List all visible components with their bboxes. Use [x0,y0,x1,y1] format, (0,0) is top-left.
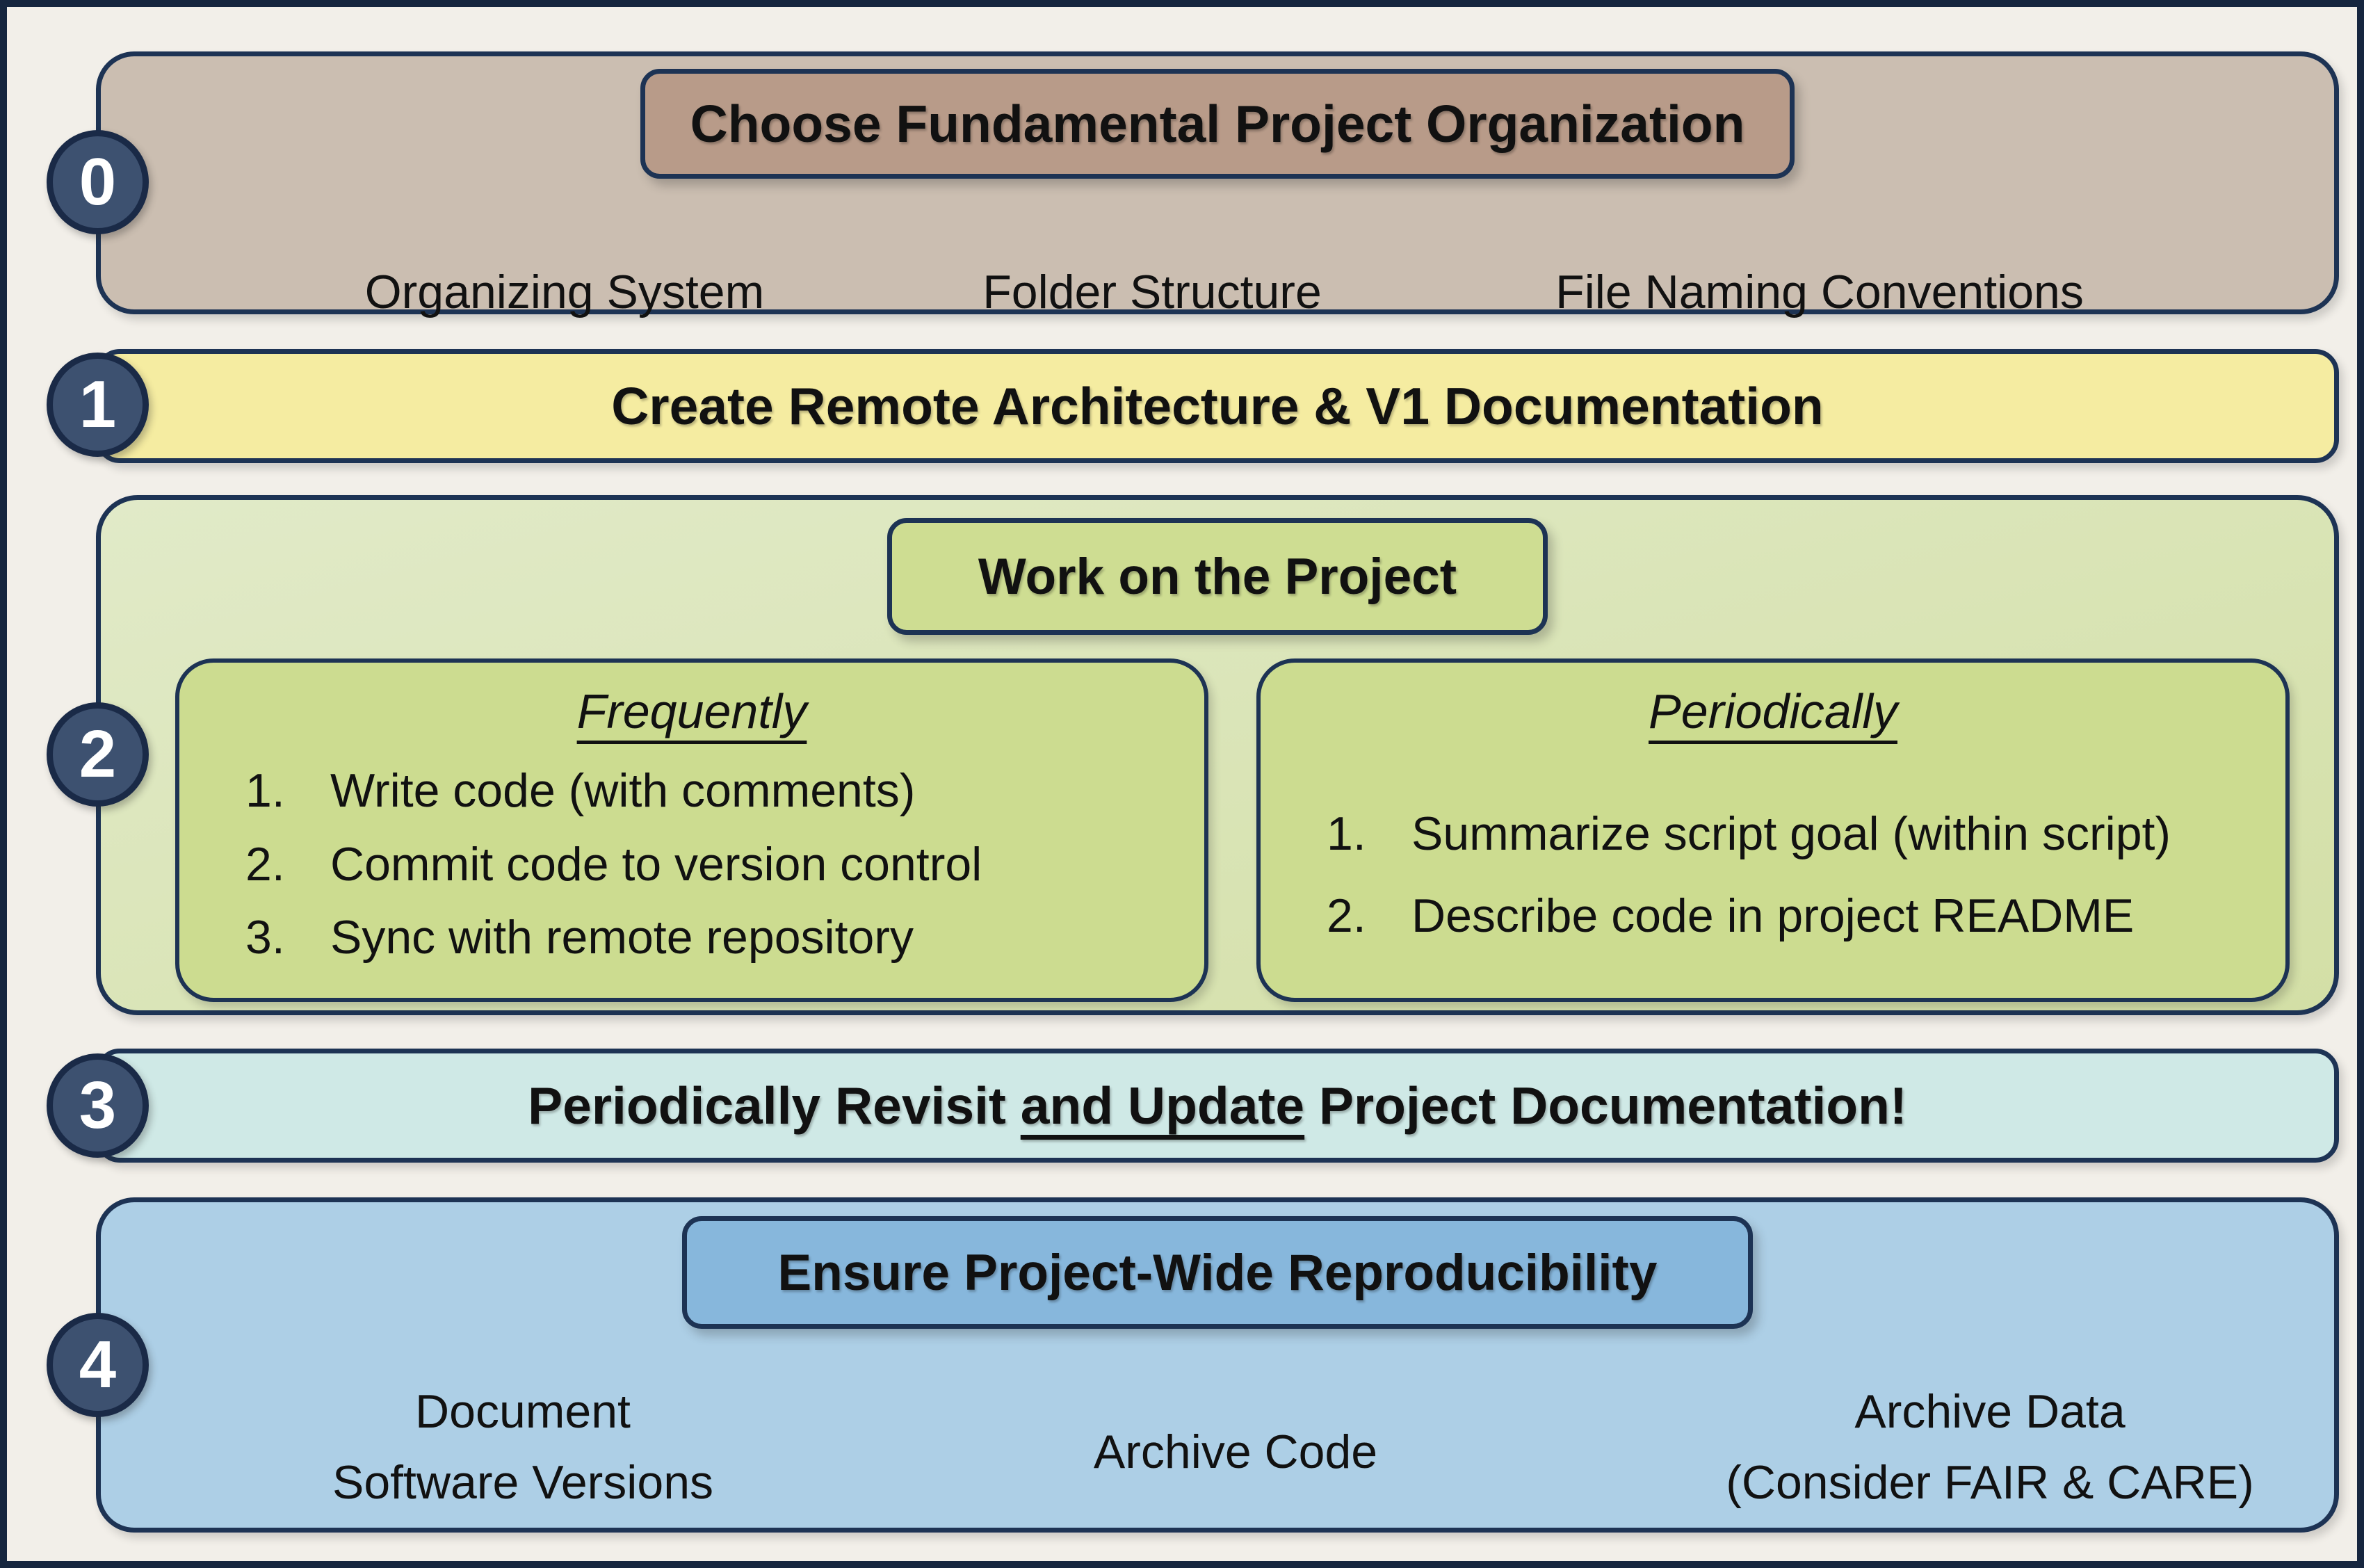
step-3-badge: 3 [47,1053,149,1158]
list-item: Summarize script goal (within script) [1411,807,2171,860]
step-4-title: Ensure Project-Wide Reproducibility [777,1244,1658,1301]
step-4-item-document-software-versions: Document Software Versions [332,1385,714,1509]
step-1-title: Create Remote Architecture & V1 Document… [611,377,1824,435]
periodically-panel: Periodically Summarize script goal (with… [1256,658,2290,1002]
step-4-header: Ensure Project-Wide Reproducibility [682,1216,1753,1329]
list-item: Write code (with comments) [330,764,916,817]
list-item: Commit code to version control [330,837,982,891]
periodically-list: Summarize script goal (within script) De… [1327,806,2265,944]
frequently-list: Write code (with comments) Commit code t… [245,763,1183,967]
step-0-header: Choose Fundamental Project Organization [640,69,1795,179]
frequently-panel: Frequently Write code (with comments) Co… [175,658,1208,1002]
step-0-title: Choose Fundamental Project Organization [690,95,1745,153]
list-item: Describe code in project README [1411,889,2135,942]
step-2-badge: 2 [47,702,149,807]
step-3-title: Periodically Revisit and Update Project … [528,1076,1907,1135]
frequently-heading: Frequently [576,684,807,738]
step-4-badge: 4 [47,1313,149,1417]
step-2-header: Work on the Project [887,518,1548,635]
step-4-item-archive-data: Archive Data (Consider FAIR & CARE) [1726,1385,2254,1509]
list-item: Sync with remote repository [330,911,914,964]
step-4-item-archive-code: Archive Code [1093,1425,1378,1478]
step-2-row: Work on the Project Frequently Write cod… [96,495,2339,1015]
step-1-row: Create Remote Architecture & V1 Document… [96,349,2339,463]
step-3-row: Periodically Revisit and Update Project … [96,1049,2339,1163]
step-0-badge: 0 [47,130,149,234]
periodically-heading: Periodically [1649,684,1897,738]
step-0-item-folder-structure: Folder Structure [982,266,1322,318]
step-0-item-file-naming-conventions: File Naming Conventions [1555,266,2084,318]
step-0-row: Choose Fundamental Project Organization … [96,51,2339,318]
step-4-row: Ensure Project-Wide Reproducibility Docu… [96,1197,2339,1533]
step-1-badge: 1 [47,353,149,457]
step-3-title-underlined: and Update [1020,1076,1305,1135]
step-2-title: Work on the Project [978,548,1457,605]
step-0-item-organizing-system: Organizing System [364,266,765,318]
